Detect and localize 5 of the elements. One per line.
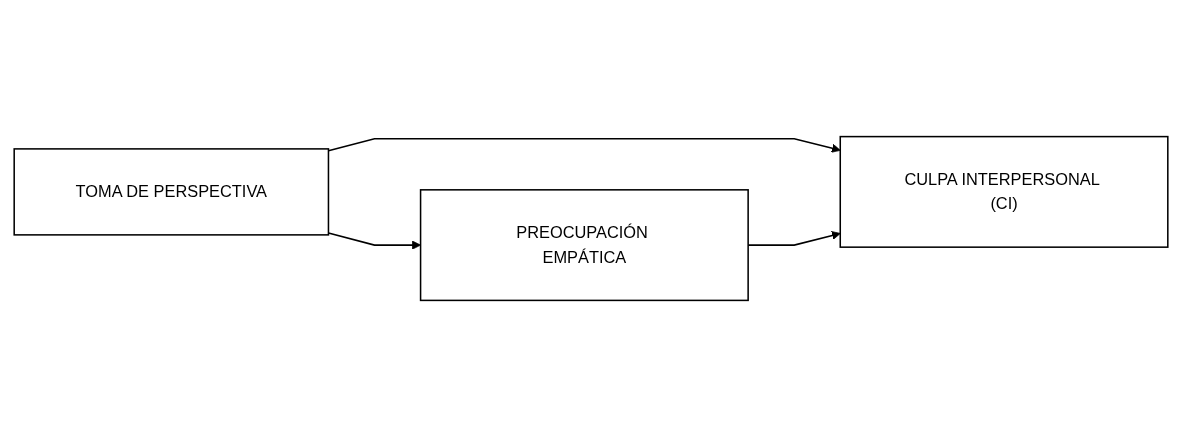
arrow [327, 137, 841, 153]
node-box: TOMA DE PERSPECTIVA [13, 148, 330, 236]
arrow [327, 232, 421, 250]
node-box: CULPA INTERPERSONAL (CI) [839, 135, 1169, 248]
node-box: PREOCUPACIÓN EMPÁTICA [419, 189, 749, 302]
